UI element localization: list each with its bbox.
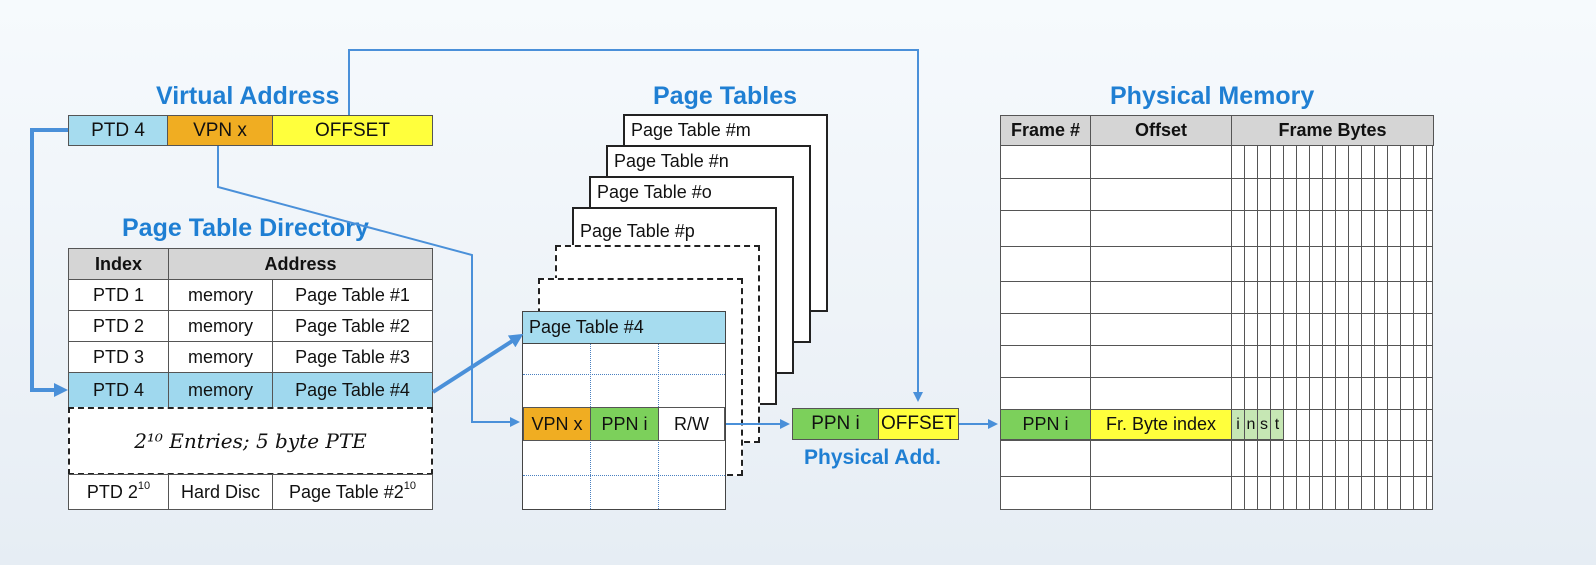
pm-row-line <box>1001 440 1432 441</box>
physical-memory-title: Physical Memory <box>1110 82 1315 110</box>
page-table-o-label: Page Table #o <box>597 182 712 202</box>
va-offset-field: OFFSET <box>272 115 433 146</box>
pm-col-line <box>1244 146 1245 509</box>
arrow-ptd-to-directory <box>30 128 68 397</box>
dir-row-4-location: memory <box>168 372 273 408</box>
pm-col-line <box>1335 146 1336 509</box>
dir-row-1-location: memory <box>168 279 273 311</box>
page-table-directory-title: Page Table Directory <box>122 214 369 242</box>
arrow-offset-to-physical <box>348 49 923 402</box>
arrow-directory-to-table4 <box>431 333 524 394</box>
pm-col-line <box>1283 146 1284 509</box>
pa-ppn-field: PPN i <box>792 408 879 440</box>
pm-col-line <box>1400 146 1401 509</box>
dir-row-3-location: memory <box>168 341 273 373</box>
pm-col-line <box>1374 146 1375 509</box>
pm-row-line <box>1001 281 1432 282</box>
page-table-n-label: Page Table #n <box>614 151 729 171</box>
pm-header-offset: Offset <box>1090 115 1232 146</box>
pm-row-line <box>1001 345 1432 346</box>
pt4-grid-h2 <box>523 475 725 476</box>
dir-last-index-sup: 10 <box>137 480 151 492</box>
va-vpn-field: VPN x <box>167 115 273 146</box>
page-table-m-label: Page Table #m <box>631 120 751 140</box>
pm-col-line <box>1231 146 1232 509</box>
dir-last-table-sup: 10 <box>403 480 417 492</box>
dir-row-1-index: PTD 1 <box>68 279 169 311</box>
dir-header-address: Address <box>168 248 433 280</box>
dir-last-table-text: Page Table #2 <box>288 481 404 502</box>
dir-last-location: Hard Disc <box>168 474 273 510</box>
dir-row-2-index: PTD 2 <box>68 310 169 342</box>
dir-row-2-table: Page Table #2 <box>272 310 433 342</box>
pt4-entry-rw: R/W <box>658 407 725 441</box>
va-ptd-field: PTD 4 <box>68 115 168 146</box>
pt4-grid-h1 <box>523 374 725 375</box>
pm-col-line <box>1270 146 1271 509</box>
pm-col-line <box>1090 146 1091 509</box>
pm-row-frame: PPN i <box>1000 409 1091 440</box>
pm-col-line <box>1413 146 1414 509</box>
dir-row-2-location: memory <box>168 310 273 342</box>
physical-memory-table: Frame # Offset Frame Bytes PPN i Fr. Byt… <box>1000 115 1434 510</box>
pm-row-line <box>1001 246 1432 247</box>
pm-row-line <box>1001 476 1432 477</box>
pm-row-line <box>1001 377 1432 378</box>
pm-col-line <box>1322 146 1323 509</box>
pm-col-line <box>1361 146 1362 509</box>
pt4-entry-vpn: VPN x <box>523 407 591 441</box>
pm-row-line <box>1001 210 1432 211</box>
physical-address-title: Physical Add. <box>804 446 941 469</box>
pm-row-line <box>1001 313 1432 314</box>
pm-row-offset: Fr. Byte index <box>1090 409 1232 440</box>
page-table-4: Page Table #4 VPN x PPN i R/W <box>522 311 726 510</box>
pm-col-line <box>1257 146 1258 509</box>
pm-header-frame: Frame # <box>1000 115 1091 146</box>
page-table-4-title: Page Table #4 <box>523 312 725 344</box>
arrow-vpn-to-page-table <box>217 146 520 427</box>
dir-row-4-index: PTD 4 <box>68 372 169 408</box>
dir-header-index: Index <box>68 248 169 280</box>
pm-header-bytes: Frame Bytes <box>1231 115 1434 146</box>
dir-last-index-text: PTD 2 <box>86 481 138 502</box>
virtual-address-title: Virtual Address <box>156 82 340 110</box>
pm-byte-3: t <box>1270 409 1284 440</box>
pm-col-line <box>1309 146 1310 509</box>
pm-col-line <box>1348 146 1349 509</box>
pt4-entry-ppn: PPN i <box>590 407 659 441</box>
page-tables-title: Page Tables <box>653 82 798 110</box>
page-table-p-label: Page Table #p <box>580 221 695 241</box>
pm-col-line <box>1387 146 1388 509</box>
pa-offset-field: OFFSET <box>878 408 959 440</box>
dir-row-1-table: Page Table #1 <box>272 279 433 311</box>
pm-col-line <box>1296 146 1297 509</box>
pm-row-line <box>1001 178 1432 179</box>
pm-col-line <box>1426 146 1427 509</box>
